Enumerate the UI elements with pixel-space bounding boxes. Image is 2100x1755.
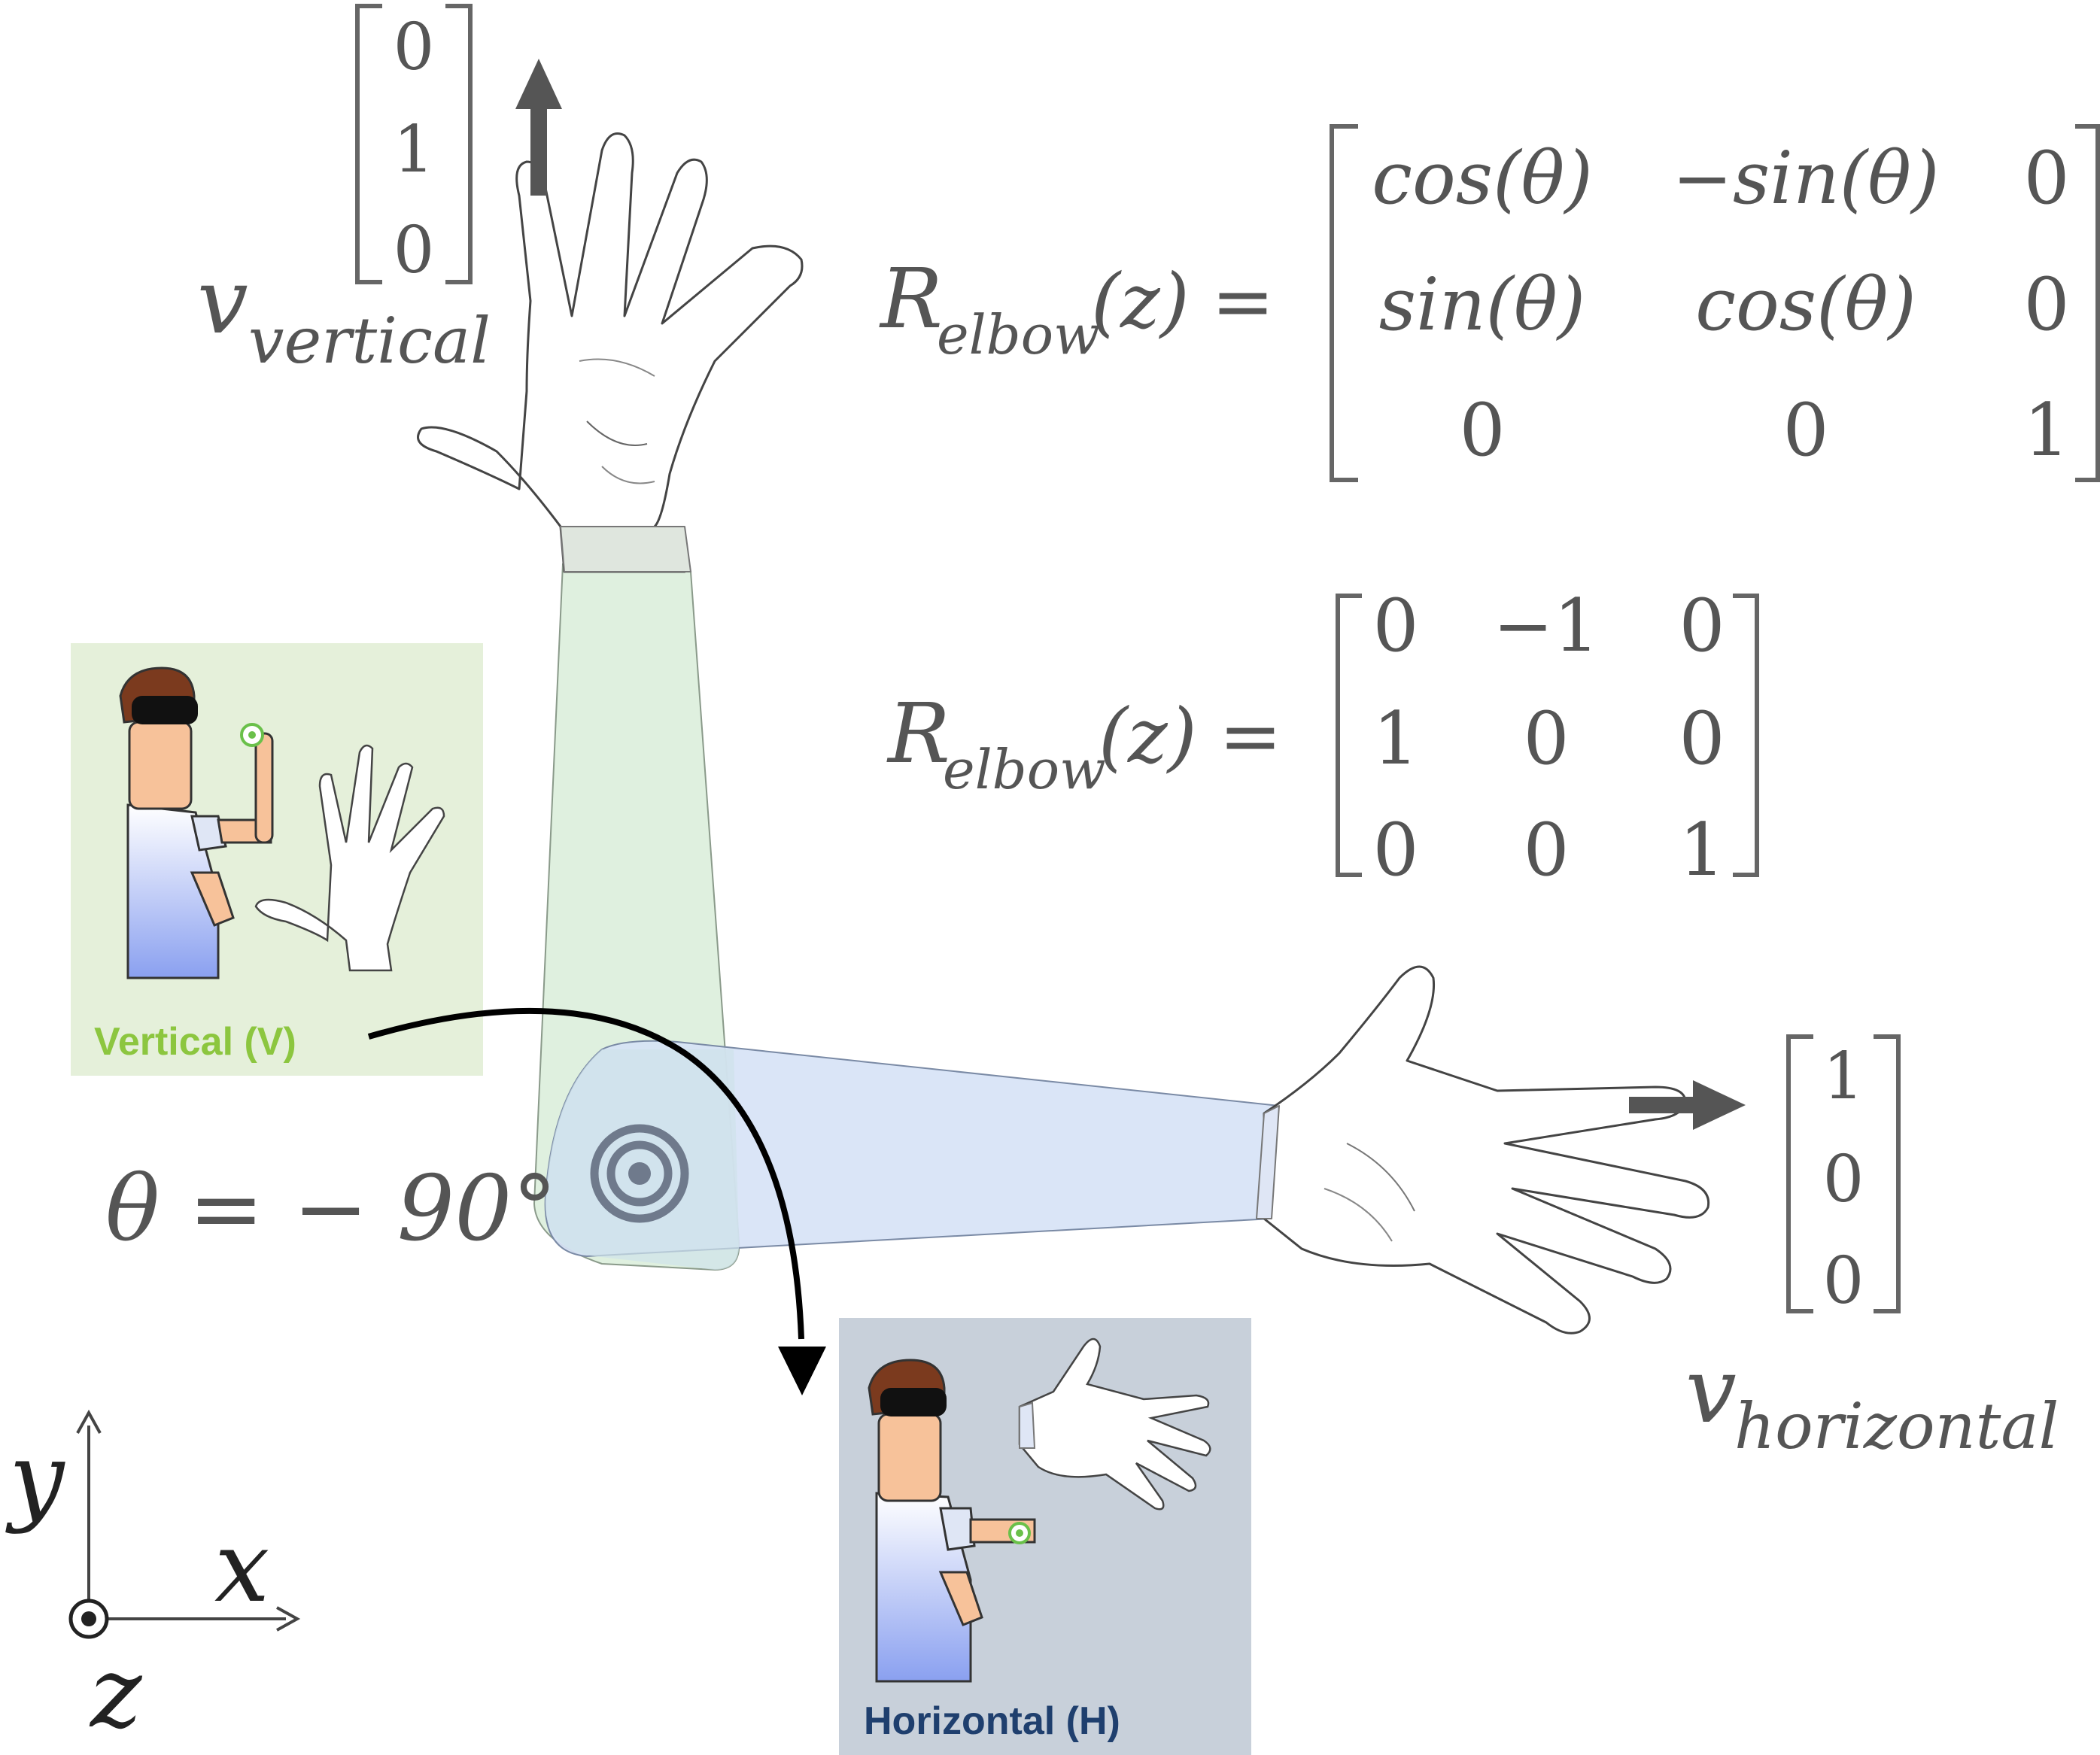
specific-cell-3-3: 1 [1679,808,1725,892]
vertical-pose-hand [254,744,445,972]
general-cell-2-2: cos(θ) [1695,263,1916,347]
general-cell-3-1: 0 [1459,388,1505,472]
specific-cell-1-2: −1 [1493,584,1600,668]
vertical-vector-component-1: 0 [394,10,435,85]
general-rotation-equation: R elbow (z) = cos(θ) −sin(θ) 0 sin(θ) co… [879,124,2100,482]
horizontal-pose-inset: Horizontal (H) [839,1318,1251,1755]
general-cell-1-2: −sin(θ) [1673,136,1940,220]
specific-cell-3-1: 0 [1372,808,1418,892]
horizontal-vector-label: v horizontal [1685,1339,2059,1463]
vertical-vector-symbol: v [197,250,248,354]
x-axis-label: x [214,1510,269,1624]
specific-equals: = [1219,692,1282,780]
horizontal-vector-component-1: 1 [1823,1039,1864,1114]
general-lhs-arg: (z) [1091,257,1190,345]
general-cell-1-1: cos(θ) [1372,136,1593,220]
horizontal-vector-arrow [1629,1080,1746,1130]
y-axis-label: y [5,1421,65,1535]
specific-cell-1-1: 0 [1372,584,1418,668]
coordinate-axes: y x z [5,1409,301,1750]
specific-matrix-row-1: 0 −1 0 [1372,584,1725,668]
vertical-vector-matrix: 0 1 0 [355,4,473,288]
vertical-vector-component-2: 1 [394,112,435,187]
horizontal-vector-symbol: v [1685,1339,1737,1444]
vertical-vector-label: v vertical [197,250,491,378]
specific-lhs-symbol: R [886,685,950,782]
specific-lhs-subscript: elbow [943,738,1106,801]
specific-cell-2-2: 0 [1523,697,1569,781]
specific-cell-3-2: 0 [1523,808,1569,892]
horizontal-hand-illustration [1256,965,1710,1334]
specific-cell-1-3: 0 [1679,584,1725,668]
horizontal-pose-hand [1018,1338,1211,1511]
general-cell-2-1: sin(θ) [1379,263,1586,347]
general-matrix-row-2: sin(θ) cos(θ) 0 [1379,263,2070,347]
horizontal-vector-matrix: 1 0 0 [1786,1034,1901,1319]
general-cell-3-3: 1 [2023,388,2069,472]
horizontal-vector-subscript: horizontal [1734,1389,2059,1463]
general-matrix-row-3: 0 0 1 [1459,388,2069,472]
specific-lhs-arg: (z) [1099,692,1197,780]
specific-matrix-row-2: 1 0 0 [1372,697,1725,781]
vertical-vector-subscript: vertical [248,304,491,378]
general-matrix-row-1: cos(θ) −sin(θ) 0 [1372,136,2069,220]
general-cell-3-2: 0 [1782,388,1828,472]
general-lhs-subscript: elbow [937,303,1100,366]
vertical-vector-component-3: 0 [394,213,435,288]
z-axis-label: z [89,1635,143,1750]
angle-label: θ = − 90° [105,1157,557,1262]
forearm-overlap [545,1049,740,1270]
vertical-pose-person [119,666,274,979]
x-axis-arrowhead [276,1606,301,1632]
pose-transition-arrow [367,1007,826,1395]
general-equals: = [1211,257,1275,345]
vertical-vector-arrow [515,59,562,196]
vertical-hand-illustration [417,132,804,573]
horizontal-pose-person [868,1359,1036,1683]
specific-rotation-equation: R elbow (z) = 0 −1 0 1 0 0 0 0 1 [886,584,1759,892]
vertical-pose-inset: Vertical (V) [71,643,483,1076]
y-axis-arrowhead [76,1409,102,1434]
specific-cell-2-1: 1 [1372,697,1418,781]
general-lhs-symbol: R [879,250,943,347]
general-cell-1-3: 0 [2023,136,2069,220]
specific-matrix-row-3: 0 0 1 [1372,808,1725,892]
vertical-pose-label: Vertical (V) [94,1020,296,1064]
elbow-joint-icon [590,1124,689,1223]
horizontal-vector-component-3: 0 [1823,1243,1864,1319]
general-cell-2-3: 0 [2023,263,2069,347]
horizontal-pose-label: Horizontal (H) [864,1699,1120,1743]
specific-cell-2-3: 0 [1679,697,1725,781]
horizontal-vector-component-2: 0 [1823,1142,1864,1217]
